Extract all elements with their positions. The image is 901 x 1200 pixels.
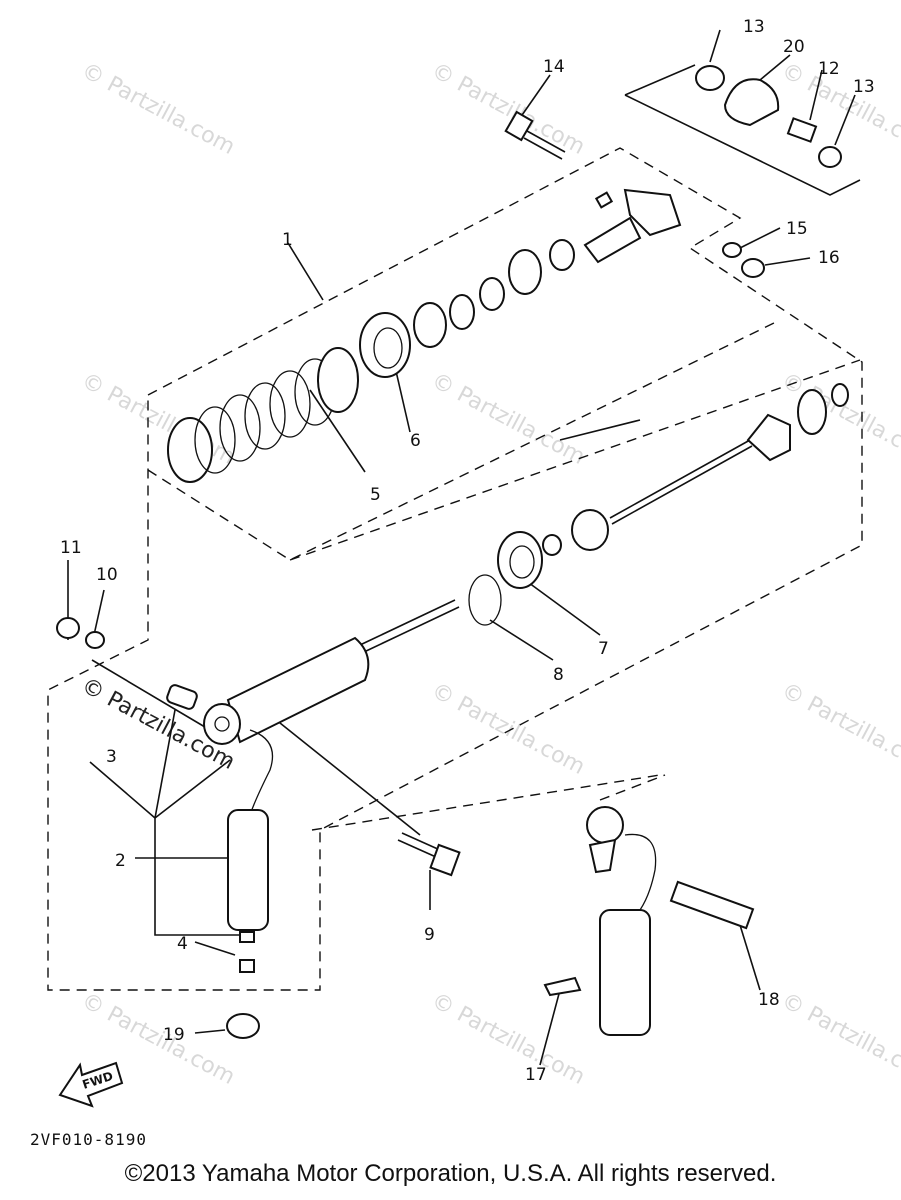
callout-labels: 1 2 3 4 5 6 7 8 9 10 11 12 13 13 14 15 1… — [60, 17, 875, 1085]
callout-number: 16 — [818, 248, 840, 268]
adjuster-rings — [413, 188, 765, 348]
callout-number: 8 — [553, 665, 564, 685]
callout-number: 5 — [370, 485, 381, 505]
callout-number: 12 — [818, 59, 840, 79]
callout-number: 9 — [424, 925, 435, 945]
callout-number: 3 — [106, 747, 117, 767]
assembly-outlines — [47, 64, 863, 991]
reservoir-kit-part — [543, 774, 755, 1036]
callout-number: 2 — [115, 851, 126, 871]
watermark: © Partzilla.com — [77, 58, 239, 160]
watermark: © Partzilla.com — [427, 988, 589, 1090]
watermark: © Partzilla.com — [777, 988, 901, 1090]
through-bolt-part — [397, 832, 461, 877]
callout-number: 4 — [177, 934, 188, 954]
callout-number: 11 — [60, 538, 82, 558]
callout-number: 14 — [543, 57, 565, 77]
fwd-arrow-icon: FWD — [58, 1061, 124, 1108]
callout-number: 7 — [598, 639, 609, 659]
spring-seat-part — [359, 312, 411, 378]
callout-number: 17 — [525, 1065, 547, 1085]
leader-lines — [67, 29, 856, 1066]
damper-body-part — [56, 599, 460, 973]
callout-number: 20 — [783, 37, 805, 57]
rebound-parts — [468, 383, 849, 626]
watermark: © Partzilla.com — [427, 368, 589, 470]
watermark: © Partzilla.com — [777, 678, 901, 780]
bushing-parts — [695, 65, 842, 168]
callout-number: 1 — [282, 230, 293, 250]
spring-part — [167, 347, 359, 483]
diagram-code: 2VF010-8190 — [30, 1130, 147, 1149]
callout-number: 19 — [163, 1025, 185, 1045]
watermark: © Partzilla.com — [77, 368, 239, 470]
callout-number: 18 — [758, 990, 780, 1010]
callout-number: 6 — [410, 431, 421, 451]
cap-part — [226, 1013, 260, 1039]
callout-number: 15 — [786, 219, 808, 239]
copyright-notice: ©2013 Yamaha Motor Corporation, U.S.A. A… — [124, 1160, 777, 1187]
watermark: © Partzilla.com — [427, 678, 589, 780]
callout-number: 13 — [853, 77, 875, 97]
bolt-part — [504, 110, 566, 160]
callout-number: 13 — [743, 17, 765, 37]
callout-number: 10 — [96, 565, 118, 585]
